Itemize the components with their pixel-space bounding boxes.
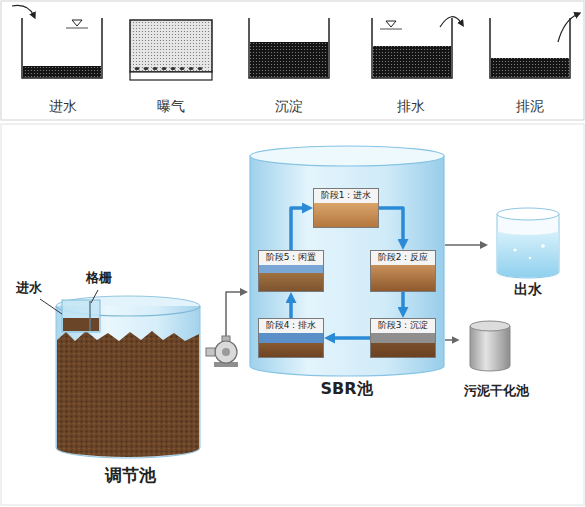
flow-arrow	[445, 244, 482, 246]
node-label: 排泥	[516, 98, 544, 115]
sludge-layer	[23, 66, 101, 78]
screen-sewage	[63, 318, 99, 331]
water-level-line	[380, 29, 402, 30]
effluent-tank-drawing	[497, 208, 559, 278]
effluent-water	[498, 230, 559, 278]
pump-hub	[222, 348, 230, 356]
sbr-body	[250, 156, 444, 376]
effluent-rim	[497, 208, 559, 220]
tank-icon-inflow	[12, 5, 102, 78]
regulating-tank-drawing	[40, 290, 200, 458]
stage-box: 阶段4：排水	[258, 318, 324, 358]
tank-wall	[249, 18, 329, 78]
process-step-icon: 沉淀	[246, 6, 332, 118]
inlet-label: 进水	[16, 280, 42, 296]
stage-box: 阶段2：反应	[370, 250, 436, 292]
sludge-layer	[491, 58, 569, 78]
sewage	[57, 331, 199, 457]
bubble	[541, 244, 545, 248]
tank-icon-sludge	[490, 14, 578, 78]
water-level-mark	[386, 21, 396, 27]
leader-line	[91, 290, 98, 303]
process-step-icon: 排水	[368, 6, 454, 118]
tank-body	[56, 306, 200, 458]
node-label: 阶段2：反应	[378, 252, 429, 263]
screen-chamber	[62, 300, 100, 332]
regulating-tank: 调节池	[50, 288, 210, 488]
bubble	[529, 257, 531, 259]
stage-box: 阶段5：闲置	[258, 250, 324, 292]
aerator	[162, 67, 167, 70]
aerator	[189, 67, 194, 70]
pump-symbol	[206, 336, 238, 367]
node-label: 污泥干化池	[464, 383, 529, 399]
process-step-icon: 曝气	[128, 6, 214, 118]
aerator-row	[135, 67, 203, 70]
inflow-arrow	[12, 5, 34, 16]
node-label: 曝气	[157, 98, 185, 115]
tank-wall	[490, 18, 570, 78]
aerator	[198, 67, 203, 70]
sludge-tank-drawing	[470, 321, 510, 371]
tank-wall	[22, 18, 102, 78]
screen-bar	[89, 301, 91, 331]
tank-base	[130, 72, 212, 80]
water-level-mark	[72, 20, 82, 26]
top-panel	[1, 1, 584, 120]
aerator	[180, 67, 185, 70]
bottom-panel	[1, 124, 584, 505]
tank-icon-settling	[249, 18, 329, 78]
aeration-tank	[130, 20, 212, 72]
node-label: 排水	[397, 98, 425, 115]
flow-arrow	[401, 292, 405, 309]
node-label: 进水	[49, 98, 77, 115]
flow-arrow	[289, 301, 293, 318]
process-step-icon: 排泥	[487, 6, 573, 118]
node-label: 出水	[514, 281, 542, 298]
node-label: 调节池	[105, 465, 156, 485]
sludge-top	[470, 321, 510, 331]
aerator	[171, 67, 176, 70]
aerator	[135, 67, 140, 70]
sludge-layer	[250, 42, 328, 78]
water-level-line	[66, 28, 88, 29]
flow-arrow	[291, 208, 304, 250]
flow-arrow	[333, 336, 370, 340]
process-step-icon: 进水	[20, 6, 106, 118]
sbr-top	[250, 146, 444, 166]
pump-inlet	[206, 348, 215, 356]
sludge-drying-tank: 污泥干化池	[460, 318, 533, 402]
sludge-arrow	[558, 14, 578, 42]
sludge-layer	[373, 46, 451, 78]
tank-icon-aeration	[130, 20, 212, 80]
aerator	[153, 67, 158, 70]
node-label: 阶段3：沉淀	[378, 320, 429, 331]
effluent-tank: 出水	[488, 205, 568, 301]
node-label: 沉淀	[275, 98, 303, 115]
sbr-tank: SBR池 阶段1：进水阶段2：反应阶段3：沉淀 阶段4：排水阶段5：闲置	[248, 145, 445, 401]
node-label: SBR池	[320, 379, 372, 398]
tank-icon-drain	[372, 17, 462, 78]
stage-box: 阶段3：沉淀	[370, 318, 436, 358]
outflow-arrow	[440, 17, 462, 27]
leader-line	[40, 299, 62, 314]
bubble	[513, 248, 516, 251]
node-label: 阶段4：排水	[266, 320, 317, 331]
sbr-tank-drawing	[250, 146, 444, 376]
pump-housing	[215, 341, 237, 363]
flow-arrow	[379, 208, 403, 241]
screen-label: 格栅	[86, 270, 112, 286]
flow-arrow	[445, 339, 453, 341]
effluent-glass	[497, 214, 559, 278]
aerator	[144, 67, 149, 70]
node-label: 阶段1：进水	[321, 190, 372, 201]
node-label: 阶段5：闲置	[266, 252, 317, 263]
stage-box: 阶段1：进水	[313, 188, 379, 228]
sludge-body	[470, 326, 510, 371]
